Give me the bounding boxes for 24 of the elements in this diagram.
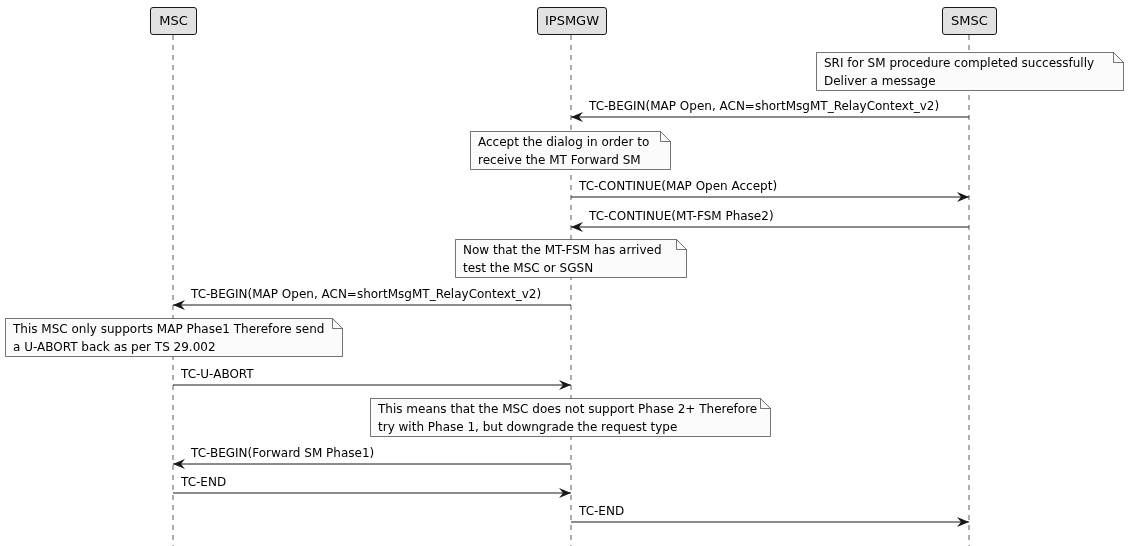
message-label: TC-END	[579, 504, 625, 519]
note: Now that the MT-FSM has arrived test the MSC or SGSN	[455, 239, 687, 278]
message-arrow	[570, 192, 970, 202]
participant-box: SMSC	[942, 7, 997, 35]
message-arrow	[172, 488, 572, 498]
participant-box: IPSMGW	[537, 7, 607, 35]
message-label: TC-END	[181, 475, 227, 490]
message-arrow	[570, 222, 970, 232]
message-arrow	[570, 517, 970, 527]
note: Accept the dialog in order to receive the MT Forward SM	[470, 131, 671, 170]
message-label: TC-CONTINUE(MT-FSM Phase2)	[589, 209, 774, 224]
message-arrow	[172, 300, 572, 310]
message-arrow	[172, 459, 572, 469]
message-label: TC-BEGIN(MAP Open, ACN=shortMsgMT_RelayContext_v2)	[191, 287, 542, 302]
message-arrow	[570, 112, 970, 122]
participant-box: MSC	[150, 7, 197, 35]
note: This means that the MSC does not support Phase 2+ Therefore try with Phase 1, but downgrade the request type	[370, 398, 771, 437]
message-label: TC-BEGIN(Forward SM Phase1)	[191, 446, 375, 461]
note: This MSC only supports MAP Phase1 Therefore send a U-ABORT back as per TS 29.002	[5, 318, 343, 357]
message-label: TC-U-ABORT	[181, 367, 254, 382]
message-arrow	[172, 380, 572, 390]
message-label: TC-CONTINUE(MAP Open Accept)	[579, 179, 778, 194]
note: SRI for SM procedure completed successfully Deliver a message	[816, 52, 1124, 91]
message-label: TC-BEGIN(MAP Open, ACN=shortMsgMT_RelayContext_v2)	[589, 99, 940, 114]
